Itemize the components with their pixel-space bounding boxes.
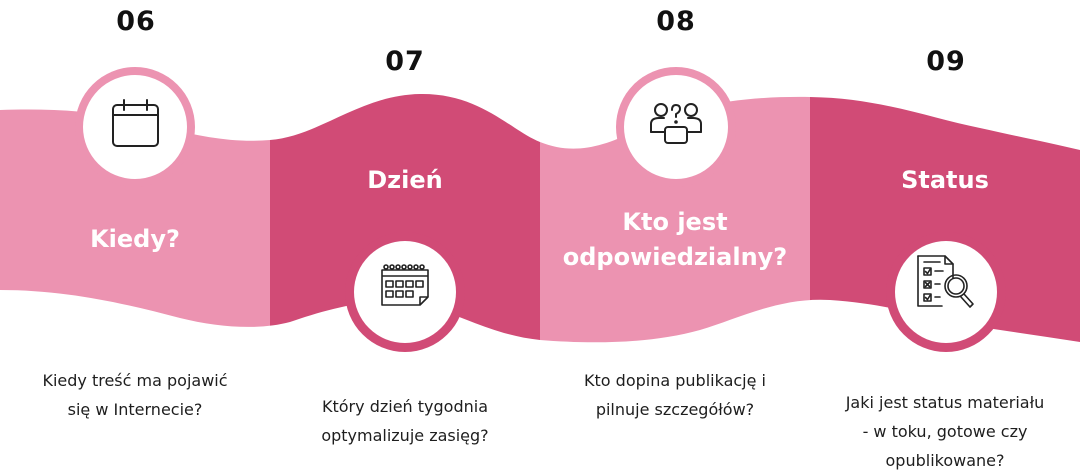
description-line: Który dzień tygodnia [322, 397, 488, 416]
description-line: - w toku, gotowe czy [862, 422, 1028, 441]
description-line: Kto dopina publikację i [584, 371, 766, 390]
step-title-06: Kiedy? [90, 225, 180, 253]
description-line: pilnuje szczegółów? [595, 400, 755, 419]
description-line: opublikowane? [885, 451, 1005, 470]
description-line: optymalizuje zasięg? [321, 426, 489, 445]
step-number-07: 07 [385, 46, 425, 77]
step-description-09: Jaki jest status materiału - w toku, got… [810, 388, 1080, 475]
step-title-08-line-1: Kto jest [622, 208, 728, 236]
icon-circle-07 [354, 241, 456, 343]
step-description-08: Kto dopina publikację i pilnuje szczegół… [540, 366, 810, 424]
description-line: Kiedy treść ma pojawić [42, 371, 228, 390]
description-line: się w Internecie? [67, 400, 203, 419]
step-title-08-line-2: odpowiedzialny? [562, 243, 788, 271]
checklist-search-icon [917, 255, 974, 308]
icon-circle-06 [83, 75, 187, 179]
step-description-06: Kiedy treść ma pojawić się w Internecie? [0, 366, 270, 424]
step-number-06: 06 [116, 6, 156, 37]
step-title-08: Kto jest odpowiedzialny? [540, 205, 810, 275]
calendar-grid-icon [381, 264, 429, 306]
step-number-09: 09 [926, 46, 966, 77]
step-description-07: Który dzień tygodnia optymalizuje zasięg… [270, 392, 540, 450]
people-question-icon [650, 103, 702, 144]
step-title-07: Dzień [367, 166, 443, 194]
calendar-icon [112, 99, 159, 147]
step-number-08: 08 [656, 6, 696, 37]
step-title-09: Status [901, 166, 989, 194]
description-line: Jaki jest status materiału [845, 393, 1045, 412]
